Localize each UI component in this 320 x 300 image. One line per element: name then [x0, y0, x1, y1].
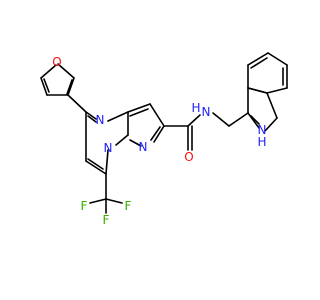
bond-layer: [40, 52, 288, 214]
fluorine-label: F: [103, 213, 110, 227]
bond: [107, 111, 129, 122]
bond: [87, 115, 97, 123]
bond: [66, 79, 73, 95]
bond: [250, 57, 268, 69]
bond: [264, 117, 278, 132]
bond: [43, 78, 50, 93]
bond: [67, 94, 87, 113]
bond: [153, 125, 165, 143]
bond: [129, 139, 142, 147]
bond: [266, 87, 288, 94]
pyrazole-nitrogen-label: N: [139, 140, 148, 154]
bond: [267, 52, 288, 66]
bond: [247, 87, 268, 94]
bond: [85, 111, 97, 120]
bridgehead-nitrogen-label: N: [104, 141, 113, 155]
bond: [40, 77, 48, 96]
bond: [89, 198, 107, 204]
bond: [85, 160, 107, 175]
bond: [57, 63, 75, 79]
bond: [187, 114, 201, 127]
pyrimidine-nitrogen-label: N: [96, 113, 105, 127]
bond: [129, 108, 149, 117]
bond: [105, 198, 123, 204]
bond: [40, 64, 57, 79]
bond: [212, 112, 230, 127]
amide-hydrogen-label: H: [191, 101, 200, 115]
bond: [105, 149, 109, 175]
atom-label-layer: O N N N O N H N H F F F: [52, 55, 266, 227]
fluorine-label: F: [125, 199, 132, 213]
bond: [247, 52, 269, 66]
bond: [87, 158, 104, 170]
carbonyl-oxygen-label: O: [184, 150, 193, 164]
furan-oxygen-label: O: [52, 55, 61, 69]
molecule-structure: O N N N O N H N H F F F: [40, 52, 288, 227]
bond: [250, 115, 260, 125]
fluorine-label: F: [81, 199, 88, 213]
bond: [67, 77, 75, 96]
indole-nitrogen-label: N: [258, 123, 267, 137]
indole-hydrogen-label: H: [257, 135, 266, 149]
bond: [228, 112, 249, 127]
bond: [150, 126, 161, 141]
bond: [266, 92, 278, 119]
bond: [149, 103, 165, 127]
amide-nitrogen-label: N: [202, 105, 211, 119]
bond: [247, 112, 260, 129]
bond: [115, 134, 129, 146]
bond: [127, 103, 151, 113]
